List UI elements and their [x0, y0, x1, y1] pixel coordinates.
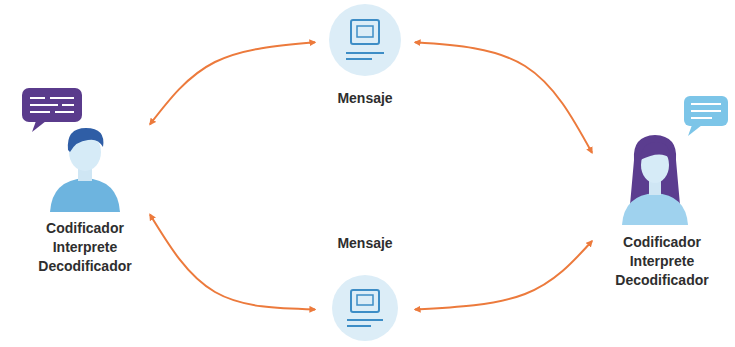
double-arrow-connector [415, 42, 592, 153]
message-node: Mensaje [315, 2, 415, 108]
speech-bubble [22, 88, 82, 132]
man-figure [50, 128, 120, 212]
node-label: Mensaje [337, 89, 392, 108]
woman-figure [622, 135, 688, 225]
node-label: Codificador Interprete Decodificador [615, 233, 708, 290]
message-icon [332, 275, 398, 341]
speech-bubble [684, 96, 728, 136]
double-arrow-connector [150, 215, 315, 310]
node-label: Mensaje [337, 234, 392, 253]
message-icon [329, 4, 401, 76]
person-node: Codificador Interprete Decodificador [592, 94, 732, 290]
double-arrow-connector [150, 42, 315, 124]
person-node: Codificador Interprete Decodificador [20, 84, 150, 276]
node-label: Codificador Interprete Decodificador [38, 219, 131, 276]
message-node: Mensaje [315, 234, 415, 345]
double-arrow-connector [415, 241, 592, 309]
